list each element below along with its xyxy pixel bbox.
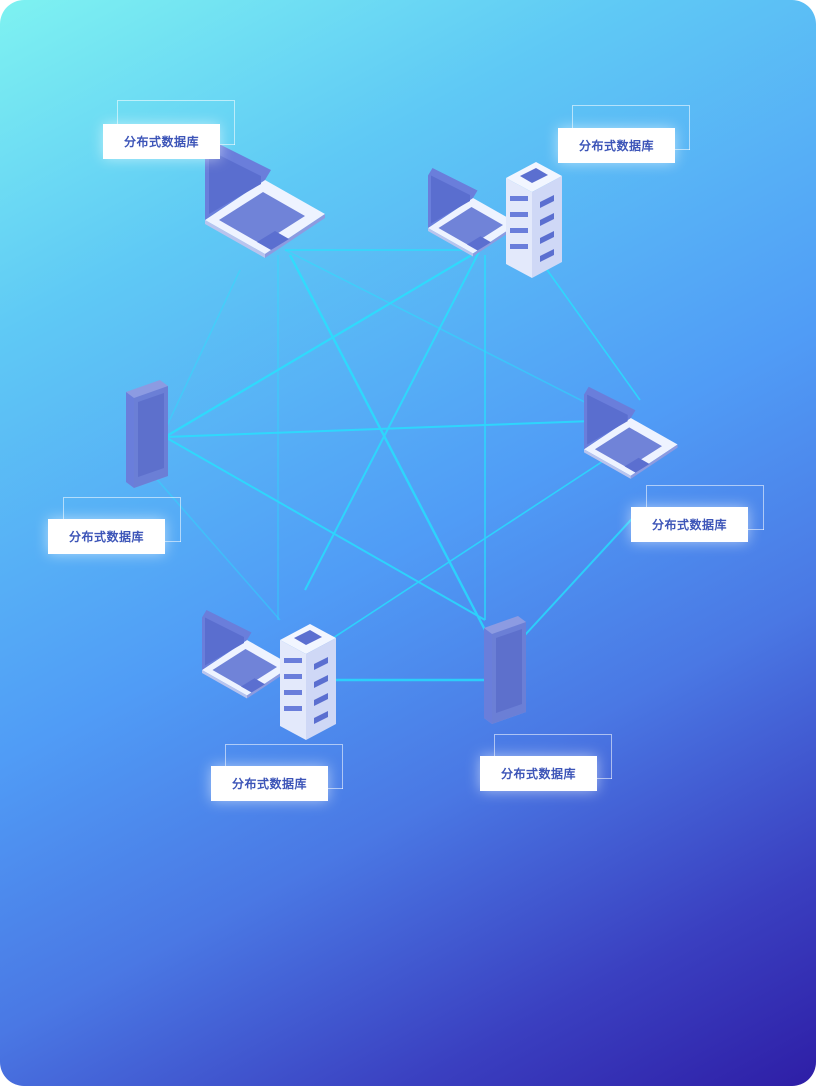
- server-icon: [280, 624, 336, 740]
- server-icon: [506, 162, 562, 278]
- network-links: [139, 249, 641, 682]
- link: [539, 259, 641, 401]
- link: [164, 249, 481, 438]
- laptop-icon: [202, 610, 292, 699]
- node-label: 分布式数据库: [103, 124, 220, 159]
- phone-icon: [484, 616, 526, 724]
- link: [288, 254, 487, 631]
- node-label: 分布式数据库: [631, 507, 748, 542]
- link: [164, 436, 486, 621]
- laptop-icon: [428, 168, 518, 257]
- link: [329, 449, 621, 641]
- node-label: 分布式数据库: [211, 766, 328, 801]
- label-bracket: [572, 105, 690, 150]
- link: [524, 509, 641, 636]
- laptop-icon: [205, 140, 325, 258]
- node-label: 分布式数据库: [480, 756, 597, 791]
- node-label: 分布式数据库: [48, 519, 165, 554]
- label-bracket: [117, 100, 235, 145]
- link: [139, 459, 281, 621]
- phone-icon: [126, 380, 168, 488]
- link: [164, 419, 621, 438]
- link: [284, 249, 621, 421]
- node-label: 分布式数据库: [558, 128, 675, 163]
- link: [164, 269, 241, 431]
